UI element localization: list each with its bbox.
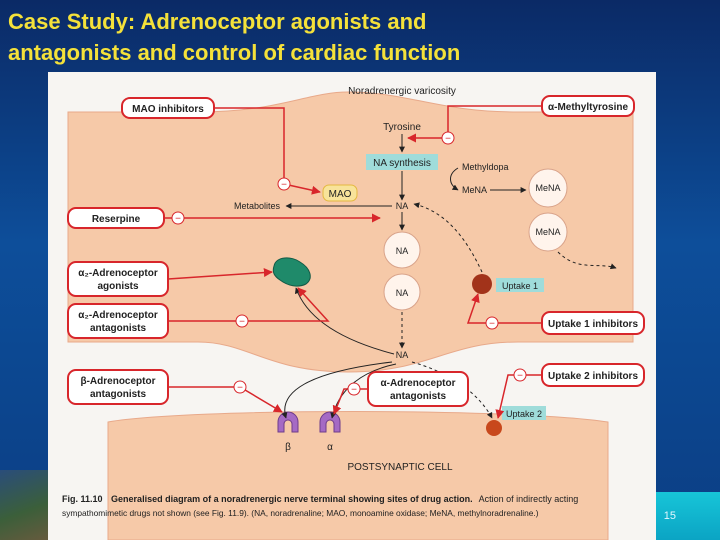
inhibition-symbol-uptake2: [513, 368, 527, 382]
mao-enzyme: [322, 184, 358, 202]
mena-vesicle-top-label: MeNA: [535, 183, 560, 193]
beta-receptor-label: β: [285, 442, 291, 453]
minus-sign-0: −: [281, 180, 287, 191]
inhibition-symbol-alpha-antagonists: [347, 382, 361, 396]
svg-text:MAO inhibitors: MAO inhibitors: [132, 104, 204, 115]
figure-caption-line1: Fig. 11.10 Generalised diagram of a nora…: [62, 494, 578, 504]
svg-text:Reserpine: Reserpine: [92, 214, 141, 225]
minus-sign-4: −: [445, 134, 451, 145]
arrow-na-alpha2: [294, 287, 395, 355]
uptake1-transporter: [472, 274, 492, 294]
svg-text:α-Adrenoceptor: α-Adrenoceptor: [380, 378, 455, 389]
na-vesicle-1-label: NA: [396, 246, 409, 256]
minus-sign-3: −: [237, 383, 243, 394]
inhibition-line-beta-antagonists: [168, 386, 283, 413]
drug-box-alpha-antagonists: α-Adrenoceptor antagonists: [367, 371, 469, 407]
minus-sign-5: −: [489, 319, 495, 330]
inhibition-line-uptake1: [466, 293, 542, 324]
diagram-figure: NA synthesis MAO Uptake 1 Uptake 2 β α N…: [48, 72, 656, 540]
drug-box-reserpine: Reserpine: [67, 207, 165, 229]
drug-box-uptake1-inhibitors: Uptake 1 inhibitors: [541, 311, 645, 335]
uptake2-transporter: [486, 420, 502, 436]
na-synthesis-box: [366, 154, 438, 170]
inhibition-symbol-beta-antagonists: [233, 380, 247, 394]
arrow-uptake1-na: [413, 202, 483, 273]
figure-caption-line2: sympathomimetic drugs not shown (see Fig…: [62, 508, 539, 518]
inhibition-line-alpha2-antagonists: [168, 287, 330, 322]
alpha-receptor-label: α: [327, 442, 333, 453]
minus-sign-2: −: [239, 317, 245, 328]
na-cytoplasm-label: NA: [396, 201, 409, 211]
minus-sign-6: −: [517, 371, 523, 382]
arrow-na-uptake2: [411, 361, 493, 419]
arrow-mena-release: [557, 251, 617, 270]
line-alpha2-agonists: [167, 268, 273, 280]
varicosity-label: Noradrenergic varicosity: [348, 86, 456, 97]
drug-box-alpha2-agonists: α₂-Adrenoceptor agonists: [67, 261, 169, 297]
page-number: 15: [663, 510, 676, 522]
drug-box-alpha2-antagonists: α₂-Adrenoceptor antagonists: [67, 303, 169, 339]
uptake1-box: [496, 278, 544, 292]
mena-vesicle-bottom-label: MeNA: [535, 227, 560, 237]
svg-text:Uptake 2 inhibitors: Uptake 2 inhibitors: [548, 371, 638, 382]
svg-text:β-Adrenoceptor: β-Adrenoceptor: [81, 376, 156, 387]
mao-label: MAO: [329, 189, 352, 200]
na-vesicle-2-label: NA: [396, 288, 409, 298]
svg-text:Uptake 1 inhibitors: Uptake 1 inhibitors: [548, 319, 638, 330]
vesicle-na-1: [383, 231, 421, 269]
inhibition-line-uptake2: [495, 374, 542, 419]
drug-box-mao-inhibitors: MAO inhibitors: [121, 97, 215, 119]
minus-sign-7: −: [351, 385, 357, 396]
slide-title: Case Study: Adrenoceptor agonists and an…: [8, 6, 708, 68]
inhibition-symbol-uptake1: [485, 316, 499, 330]
tyrosine-label: Tyrosine: [383, 122, 421, 133]
svg-text:antagonists: antagonists: [390, 391, 447, 402]
inhibition-symbol-methyltyrosine: [441, 131, 455, 145]
drug-box-alpha-methyltyrosine: α-Methyltyrosine: [541, 95, 635, 117]
vesicle-na-2: [383, 273, 421, 311]
diagram-svg: NA synthesis MAO Uptake 1 Uptake 2 β α N…: [62, 86, 645, 540]
uptake2-box: [502, 406, 546, 420]
slide-title-line2: antagonists and control of cardiac funct…: [8, 40, 461, 65]
vesicle-mena-bottom: [528, 212, 568, 252]
metabolites-label: Metabolites: [234, 201, 281, 211]
arrow-methyldopa-mena: [450, 167, 459, 191]
uptake2-label: Uptake 2: [506, 409, 542, 419]
postsynaptic-cell-shape: [107, 411, 609, 540]
uptake1-label: Uptake 1: [502, 281, 538, 291]
inhibition-symbol-mao: [277, 177, 291, 191]
na-released-label: NA: [396, 350, 409, 360]
inhibition-symbol-reserpine: [171, 211, 185, 225]
arrow-na-beta: [281, 361, 393, 419]
svg-text:agonists: agonists: [97, 281, 139, 292]
svg-text:antagonists: antagonists: [90, 323, 147, 334]
slide-title-line1: Case Study: Adrenoceptor agonists and: [8, 9, 427, 34]
varicosity-shape: [67, 91, 634, 373]
methyldopa-label: Methyldopa: [462, 162, 509, 172]
corner-decoration-right: [650, 492, 720, 540]
na-synthesis-label: NA synthesis: [373, 158, 431, 169]
svg-text:α-Methyltyrosine: α-Methyltyrosine: [548, 102, 628, 113]
inhibition-symbol-alpha2-antagonists: [235, 314, 249, 328]
drug-box-beta-antagonists: β-Adrenoceptor antagonists: [67, 369, 169, 405]
postsynaptic-cell-label: POSTSYNAPTIC CELL: [347, 462, 452, 473]
minus-sign-1: −: [175, 214, 181, 225]
svg-text:α₂-Adrenoceptor: α₂-Adrenoceptor: [78, 310, 158, 321]
svg-text:α₂-Adrenoceptor: α₂-Adrenoceptor: [78, 268, 158, 279]
svg-text:antagonists: antagonists: [90, 389, 147, 400]
inhibition-line-methyltyrosine: [407, 105, 542, 143]
alpha2-receptor-shape: [272, 257, 311, 287]
drug-box-uptake2-inhibitors: Uptake 2 inhibitors: [541, 363, 645, 387]
inhibition-line-mao: [214, 107, 321, 195]
mena-inner-label: MeNA: [462, 185, 487, 195]
vesicle-mena-top: [528, 168, 568, 208]
